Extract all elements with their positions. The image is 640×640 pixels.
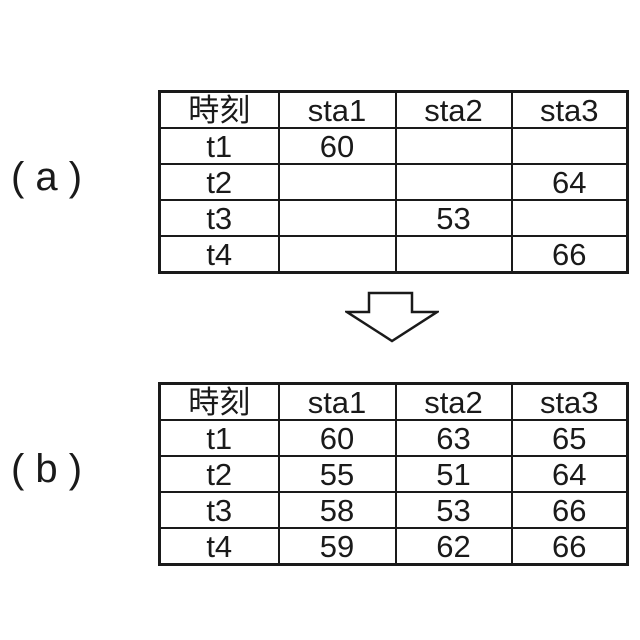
table-cell: 66 [510,491,629,529]
table-cell: 53 [394,199,513,237]
table-b-header-row: 時刻 sta1 sta2 sta3 [158,382,629,421]
table-cell: 51 [394,455,513,493]
table-cell [510,199,629,237]
table-cell [277,163,397,201]
table-cell [394,163,513,201]
table-cell [394,235,513,274]
table-row: t1 60 [158,127,629,165]
panel-a-label: ( a ) [11,155,83,199]
table-cell: 53 [394,491,513,529]
table-cell: 65 [510,419,629,457]
table-cell: t3 [158,491,280,529]
table-cell: 60 [277,419,397,457]
table-row: t1 60 63 65 [158,419,629,457]
table-a-header-row: 時刻 sta1 sta2 sta3 [158,90,629,129]
column-header-sta3: sta3 [510,382,629,421]
column-header-time: 時刻 [158,382,280,421]
column-header-sta2: sta2 [394,90,513,129]
column-header-sta2: sta2 [394,382,513,421]
table-cell [394,127,513,165]
table-row: t2 64 [158,163,629,201]
table-row: t3 53 [158,199,629,237]
table-cell: t1 [158,127,280,165]
table-cell: 66 [510,527,629,566]
down-arrow-icon [342,291,442,343]
table-row: t3 58 53 66 [158,491,629,529]
table-cell: 63 [394,419,513,457]
table-cell: t4 [158,235,280,274]
table-cell: t4 [158,527,280,566]
column-header-time: 時刻 [158,90,280,129]
table-cell: 64 [510,163,629,201]
table-cell: 66 [510,235,629,274]
table-cell: 62 [394,527,513,566]
panel-b-label: ( b ) [11,447,83,491]
column-header-sta3: sta3 [510,90,629,129]
table-b: 時刻 sta1 sta2 sta3 t1 60 63 65 t2 55 51 6… [158,382,629,566]
table-cell [277,199,397,237]
table-row: t4 59 62 66 [158,527,629,566]
table-cell: 55 [277,455,397,493]
table-cell: 58 [277,491,397,529]
table-cell [277,235,397,274]
column-header-sta1: sta1 [277,382,397,421]
table-row: t4 66 [158,235,629,274]
table-cell: 64 [510,455,629,493]
table-cell: 60 [277,127,397,165]
table-row: t2 55 51 64 [158,455,629,493]
table-a: 時刻 sta1 sta2 sta3 t1 60 t2 64 t3 [158,90,629,274]
table-cell: t2 [158,163,280,201]
table-cell: t1 [158,419,280,457]
table-cell: 59 [277,527,397,566]
table-cell: t2 [158,455,280,493]
table-cell [510,127,629,165]
column-header-sta1: sta1 [277,90,397,129]
table-cell: t3 [158,199,280,237]
